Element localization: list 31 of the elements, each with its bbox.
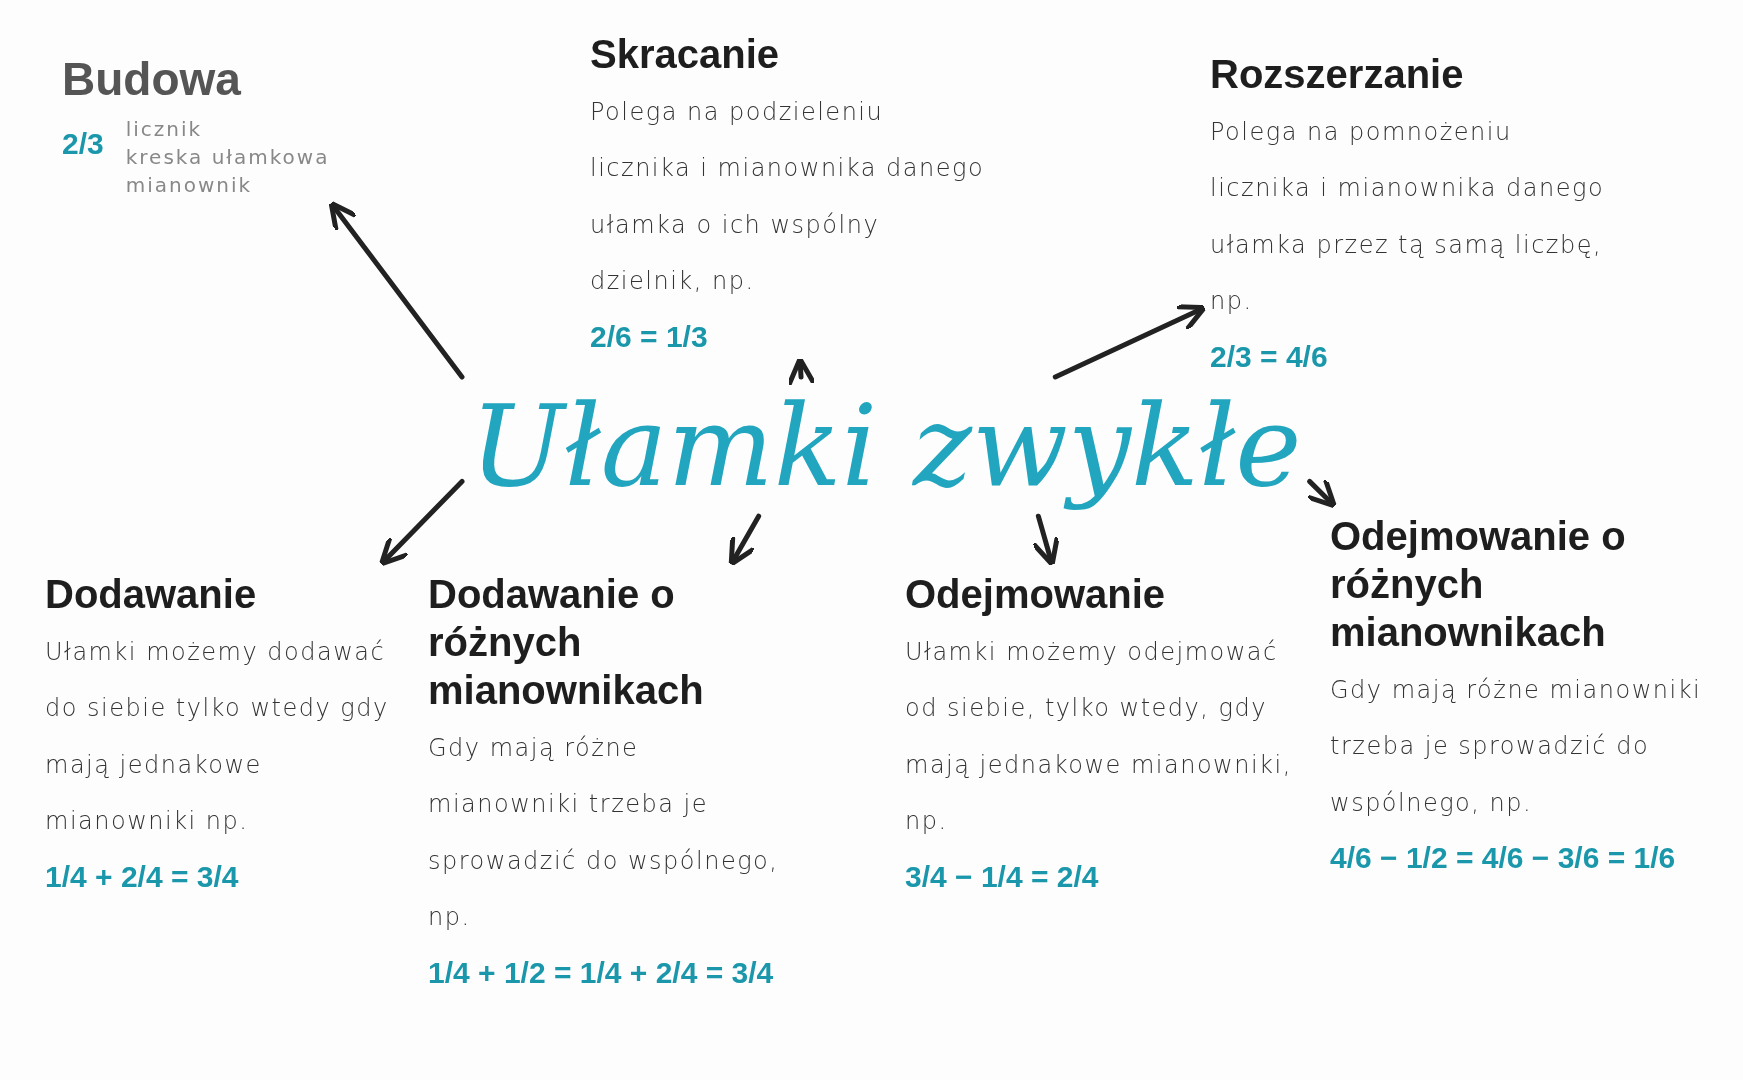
section-heading: Dodawanie o różnych mianownikach bbox=[428, 571, 705, 714]
section-heading: Odejmowanie bbox=[905, 571, 1167, 618]
arrow bbox=[328, 200, 465, 380]
arrow bbox=[728, 513, 762, 567]
fraction-example: 1/4 + 2/4 = 3/4 bbox=[45, 859, 239, 894]
fraction-example: 1/4 + 1/2 = 1/4 + 2/4 = 3/4 bbox=[428, 955, 774, 990]
part-label: licznik bbox=[125, 117, 203, 142]
body-text: Gdy mają różne mianowniki trzeba je sprowadzić do wspólnego, np. bbox=[1330, 675, 1703, 819]
arrow bbox=[1305, 476, 1337, 509]
section-heading: Dodawanie bbox=[45, 571, 258, 618]
fraction-example: 3/4 − 1/4 = 2/4 bbox=[905, 859, 1099, 894]
arrow bbox=[1052, 304, 1207, 380]
fraction-example: 2/3 = 4/6 bbox=[1210, 339, 1328, 374]
body-text: Ułamki możemy dodawać do siebie tylko wtedy gdy mają jednakowe mianowniki np. bbox=[45, 637, 390, 838]
arrow bbox=[1030, 513, 1060, 567]
section-heading: Budowa bbox=[62, 52, 242, 107]
part-label: mianownik bbox=[125, 173, 253, 198]
fraction-example: 2/3 bbox=[62, 127, 104, 162]
section-heading: Rozszerzanie bbox=[1210, 51, 1465, 98]
body-text: Polega na pomnożeniu licznika i mianownika danego ułamka przez tą samą liczbę, np. bbox=[1210, 117, 1606, 318]
body-text: Polega na podzieleniu licznika i mianownika danego ułamka o ich wspólny dzielnik, np. bbox=[590, 97, 986, 298]
fraction-example: 4/6 − 1/2 = 4/6 − 3/6 = 1/6 bbox=[1330, 841, 1676, 876]
fraction-example: 2/6 = 1/3 bbox=[590, 319, 708, 354]
body-text: Gdy mają różne mianowniki trzeba je sprowadzić do wspólnego, np. bbox=[428, 733, 780, 934]
main-topic-text: Ułamki zwykłe bbox=[470, 385, 1302, 509]
arrow bbox=[786, 356, 817, 388]
arrow bbox=[379, 478, 465, 567]
section-heading: Skracanie bbox=[590, 31, 781, 78]
part-label: kreska ułamkowa bbox=[125, 145, 330, 170]
body-text: Ułamki możemy odejmować od siebie, tylko wtedy, gdy mają jednakowe mianowniki, np. bbox=[905, 637, 1293, 838]
section-heading: Odejmowanie o różnych mianownikach bbox=[1330, 513, 1627, 656]
